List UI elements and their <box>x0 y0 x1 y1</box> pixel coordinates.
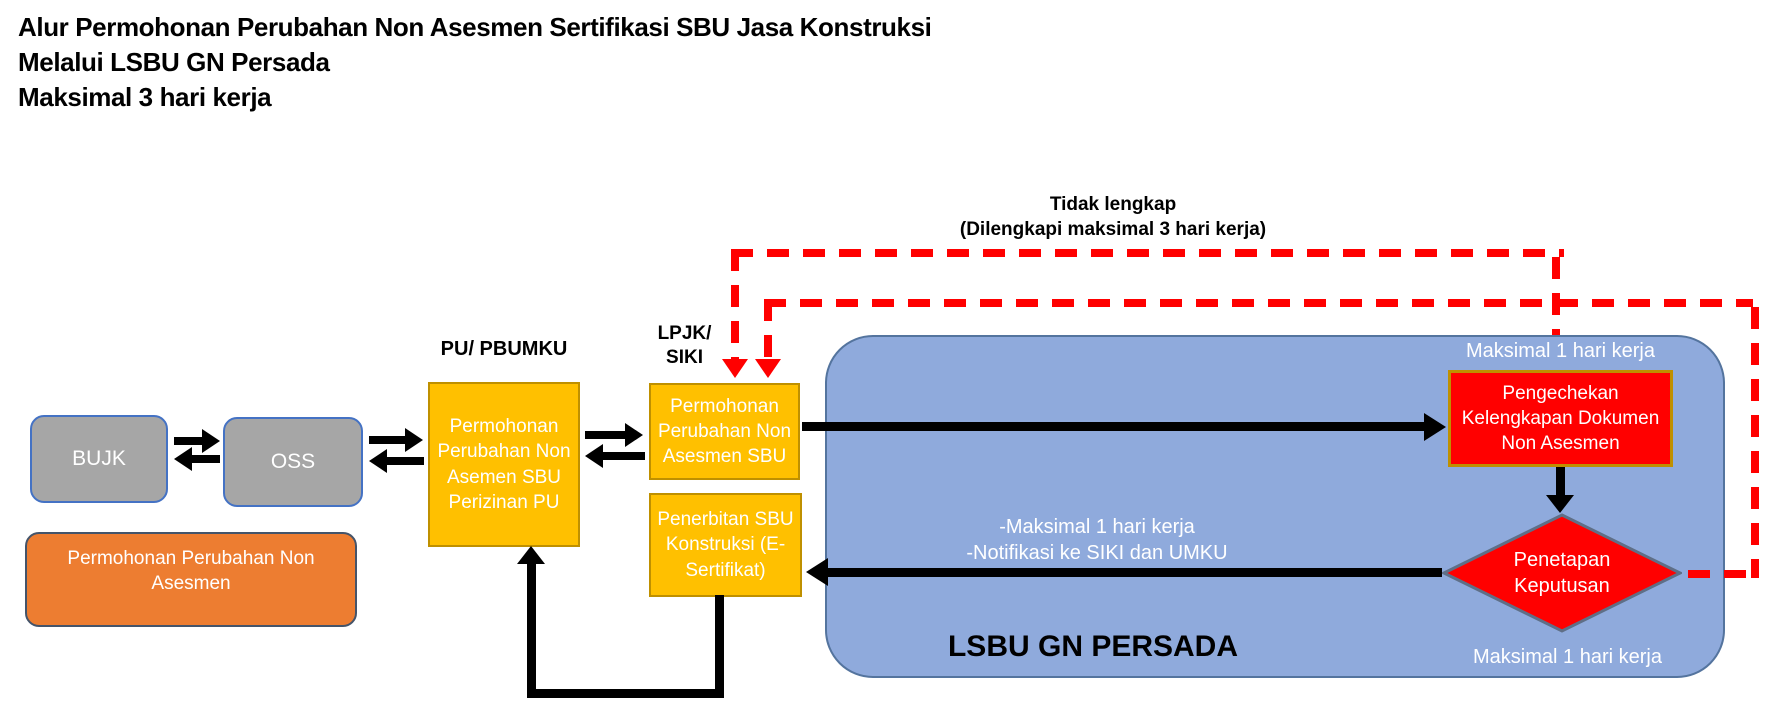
lpjk-permohonan-box: Permohonan Perubahan Non Asesmen SBU <box>649 383 800 480</box>
arrow-lpjk-to-check-head <box>1424 413 1446 441</box>
pu-permohonan-label: Permohonan Perubahan Non Asemen SBU Peri… <box>437 416 571 513</box>
arrow-pu-to-oss-head <box>369 449 387 473</box>
tidak-lengkap-label: Tidak lengkap (Dilengkapi maksimal 3 har… <box>913 192 1313 242</box>
arrow-lpjk-to-pu-head <box>585 444 603 468</box>
dashed-line-bottom-horizontal <box>1688 570 1759 578</box>
title-line-3: Maksimal 3 hari kerja <box>18 82 272 112</box>
arrow-bujk-to-oss-line <box>174 437 204 445</box>
note-notifikasi: -Maksimal 1 hari kerja -Notifikasi ke SI… <box>932 514 1262 566</box>
title-line-1: Alur Permohonan Perubahan Non Asesmen Se… <box>18 12 932 42</box>
bujk-box: BUJK <box>30 415 168 503</box>
tidak-lengkap-line-1: Tidak lengkap <box>1049 194 1177 215</box>
pu-pbumku-header: PU/ PBUMKU <box>440 338 568 360</box>
arrow-lpjk-to-pu-line <box>603 452 645 460</box>
penetapan-diamond: Penetapan Keputusan <box>1440 513 1684 633</box>
notifikasi-line-1: -Maksimal 1 hari kerja <box>999 516 1195 538</box>
arrow-decision-to-penerbitan-head <box>806 558 828 586</box>
arrow-oss-to-pu-head <box>405 428 423 452</box>
arrow-pu-to-oss-line <box>387 457 424 465</box>
lsbu-container-label: LSBU GN PERSADA <box>947 630 1239 663</box>
tidak-lengkap-line-2: (Dilengkapi maksimal 3 hari kerja) <box>959 219 1267 240</box>
pu-permohonan-box: Permohonan Perubahan Non Asemen SBU Peri… <box>428 382 580 547</box>
oss-label: OSS <box>270 450 316 474</box>
permohonan-note-box: Permohonan Perubahan Non Asesmen <box>25 532 357 627</box>
arrow-oss-to-bujk-line <box>192 455 220 463</box>
penerbitan-label: Penerbitan SBU Konstruksi (E-Sertifikat) <box>657 509 794 581</box>
arrow-lpjk-to-check-line <box>802 422 1427 431</box>
lpjk-siki-header: LPJK/ SIKI <box>637 322 732 370</box>
penerbitan-box: Penerbitan SBU Konstruksi (E-Sertifikat) <box>649 493 802 597</box>
notifikasi-line-2: -Notifikasi ke SIKI dan UMKU <box>966 542 1228 564</box>
arrow-pu-to-lpjk-head <box>625 423 643 447</box>
arrow-decision-to-penerbitan-line <box>826 568 1442 577</box>
permohonan-note-label: Permohonan Perubahan Non Asesmen <box>67 548 315 595</box>
dashed-line-lower-horizontal <box>764 299 1753 307</box>
arrow-check-to-decision-head <box>1546 495 1574 513</box>
dashed-line-upper-horizontal <box>731 249 1564 257</box>
arrow-bujk-to-oss-head <box>202 429 220 453</box>
diagram-title: Alur Permohonan Perubahan Non Asesmen Se… <box>18 10 932 115</box>
lpjk-header-line-2: SIKI <box>666 347 703 368</box>
dashed-line-lower-right-vertical <box>1751 307 1759 578</box>
penetapan-label: Penetapan Keputusan <box>1513 549 1611 597</box>
arrow-penerbitan-to-pu-vertical-up <box>527 563 536 694</box>
diamond-shape <box>1440 513 1684 633</box>
arrow-penerbitan-to-pu-vertical-down <box>715 595 724 697</box>
bujk-label: BUJK <box>72 447 126 471</box>
lpjk-header-line-1: LPJK/ <box>657 323 712 344</box>
note-maksimal-top: Maksimal 1 hari kerja <box>1466 340 1655 362</box>
dashed-arrowhead-left-1 <box>722 359 748 378</box>
pengechekan-box: Pengechekan Kelengkapan Dokumen Non Ases… <box>1448 370 1673 467</box>
arrow-check-to-decision-line <box>1556 467 1565 497</box>
dashed-line-upper-right-vertical <box>1552 257 1560 335</box>
arrow-pu-to-lpjk-line <box>585 431 627 439</box>
arrow-oss-to-bujk-head <box>174 447 192 471</box>
title-line-2: Melalui LSBU GN Persada <box>18 47 330 77</box>
lpjk-permohonan-label: Permohonan Perubahan Non Asesmen SBU <box>657 395 792 468</box>
oss-box: OSS <box>223 417 363 507</box>
pengechekan-label: Pengechekan Kelengkapan Dokumen Non Ases… <box>1461 382 1660 455</box>
note-maksimal-bottom: Maksimal 1 hari kerja <box>1473 646 1662 668</box>
dashed-line-lower-left-vertical <box>764 299 772 361</box>
arrow-penerbitan-to-pu-horizontal <box>527 689 724 698</box>
dashed-line-upper-left-vertical <box>731 249 739 361</box>
arrow-oss-to-pu-line <box>369 436 407 444</box>
arrow-penerbitan-to-pu-head <box>517 546 545 564</box>
dashed-arrowhead-left-2 <box>755 359 781 378</box>
